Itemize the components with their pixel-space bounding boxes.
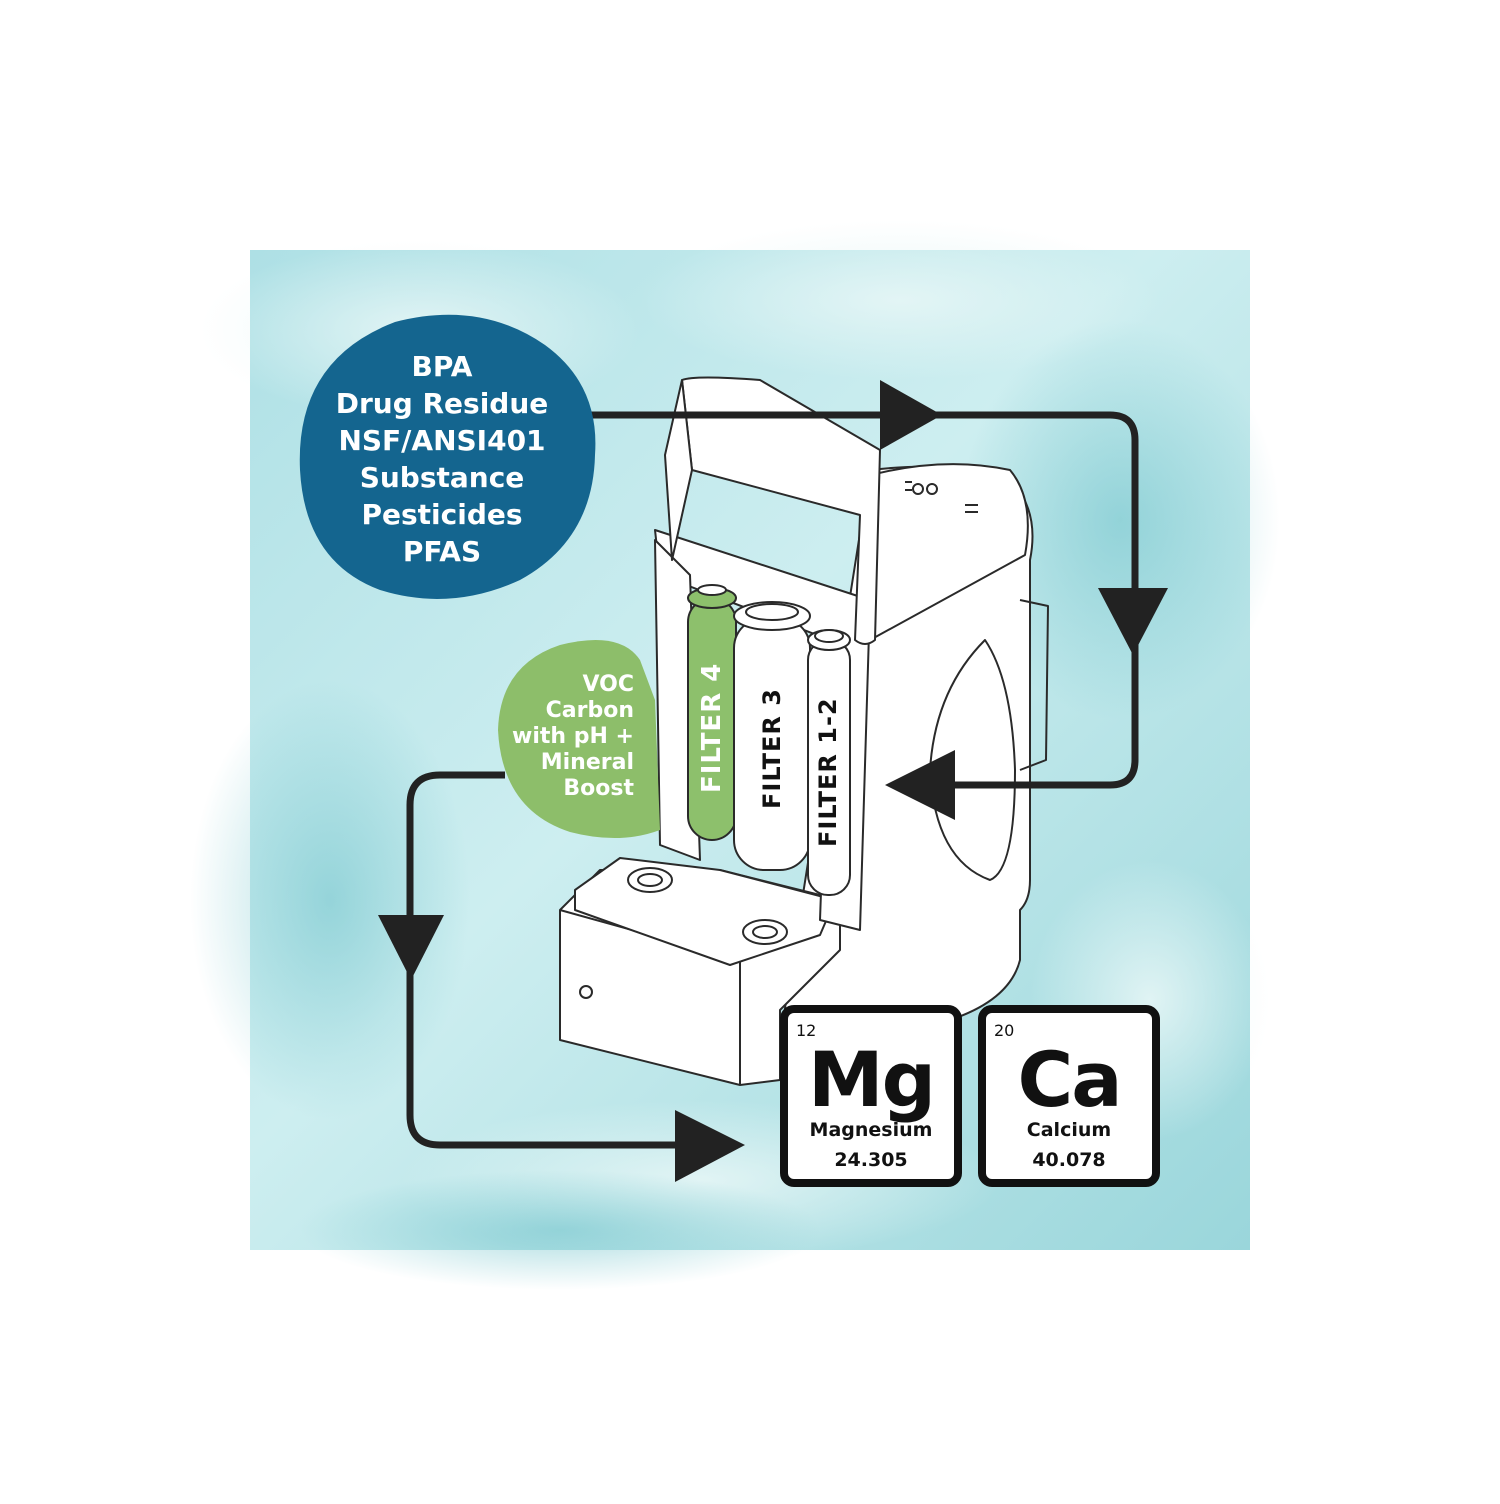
filter-4-label: FILTER 4	[697, 662, 727, 793]
atomic-mass: 24.305	[834, 1149, 908, 1171]
mineral-boost-list: VOC Carbon with pH + Mineral Boost	[492, 672, 634, 802]
mineral-item: Carbon	[545, 698, 634, 723]
atomic-number: 20	[994, 1021, 1015, 1040]
arrow-head-right-icon	[675, 1110, 745, 1182]
arrow-head-down-icon	[378, 915, 444, 980]
mineral-item: Boost	[563, 776, 634, 801]
calcium-element-card: 20 Ca Calcium 40.078	[978, 1005, 1160, 1187]
atomic-number: 12	[796, 1021, 817, 1040]
filter-3-label: FILTER 3	[758, 688, 786, 809]
magnesium-element-card: 12 Mg Magnesium 24.305	[780, 1005, 962, 1187]
arrow-head-right-icon	[880, 380, 942, 450]
arrow-head-left-icon	[885, 750, 955, 820]
contaminant-blob	[299, 314, 596, 599]
contaminant-item: Drug Residue	[335, 387, 549, 420]
mineral-blob	[498, 640, 660, 839]
element-name: Calcium	[1026, 1119, 1112, 1141]
element-name: Magnesium	[809, 1119, 933, 1141]
water-filter-device-drawing	[559, 376, 1049, 1086]
mineral-item: with pH +	[512, 724, 634, 749]
contaminant-item: PFAS	[402, 535, 482, 568]
element-symbol: Ca	[1017, 1035, 1122, 1124]
contaminant-item: NSF/ANSI401	[338, 424, 546, 457]
contaminant-item: Substance	[359, 461, 525, 494]
flow-arrows	[378, 380, 1168, 1182]
filter-1-2-label: FILTER 1-2	[814, 697, 842, 847]
contaminant-item: BPA	[411, 350, 473, 383]
atomic-mass: 40.078	[1032, 1149, 1106, 1171]
contaminant-item: Pesticides	[361, 498, 523, 531]
element-symbol: Mg	[807, 1035, 936, 1124]
mineral-item: Mineral	[540, 750, 634, 775]
arrow-head-down-icon	[1098, 588, 1168, 655]
contaminant-list: BPA Drug Residue NSF/ANSI401 Substance P…	[292, 348, 592, 570]
mineral-item: VOC	[582, 672, 635, 697]
